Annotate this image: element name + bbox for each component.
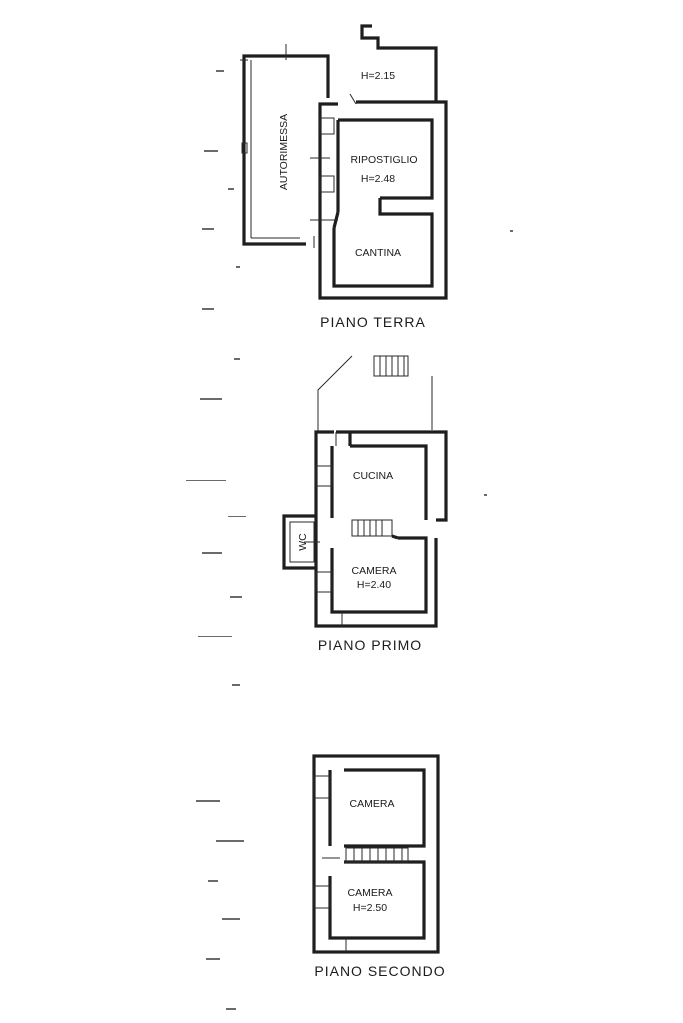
upper-annex-outline [349,24,438,105]
wc-outline [282,514,320,570]
room-height-camera-secondo: H=2.50 [353,902,387,914]
floor-title-piano-primo: PIANO PRIMO [318,637,422,653]
piano-secondo-plan: CAMERA CAMERA H=2.50 PIANO SECONDO [312,754,445,979]
room-label-wc: WC [297,533,309,551]
external-stair [317,355,433,432]
room-label-ripostiglio: RIPOSTIGLIO [350,154,417,166]
main-block-outline [310,100,448,300]
piano-primo-walls [314,430,448,628]
floor-title-piano-terra: PIANO TERRA [320,314,426,330]
room-label-cucina: CUCINA [353,470,393,482]
room-label-camera-secondo-top: CAMERA [350,798,395,810]
room-height-ripostiglio: H=2.48 [361,173,395,185]
piano-primo-plan: CUCINA WC CAMERA H=2.40 PIANO PRIMO [282,355,448,653]
scan-noise [186,70,513,1010]
room-label-autorimessa: AUTORIMESSA [278,114,290,190]
room-label-camera-primo: CAMERA [352,565,397,577]
room-label-cantina: CANTINA [355,247,401,259]
room-label-camera-secondo-bottom: CAMERA [348,887,393,899]
room-height-camera-primo: H=2.40 [357,579,391,591]
piano-terra-plan: AUTORIMESSA H=2.15 RIPOSTIGLIO H=2.48 CA… [240,24,448,330]
piano-secondo-walls [312,754,440,954]
autorimessa-outline [240,44,330,246]
room-height-annex: H=2.15 [361,70,395,82]
floor-title-piano-secondo: PIANO SECONDO [314,963,445,979]
